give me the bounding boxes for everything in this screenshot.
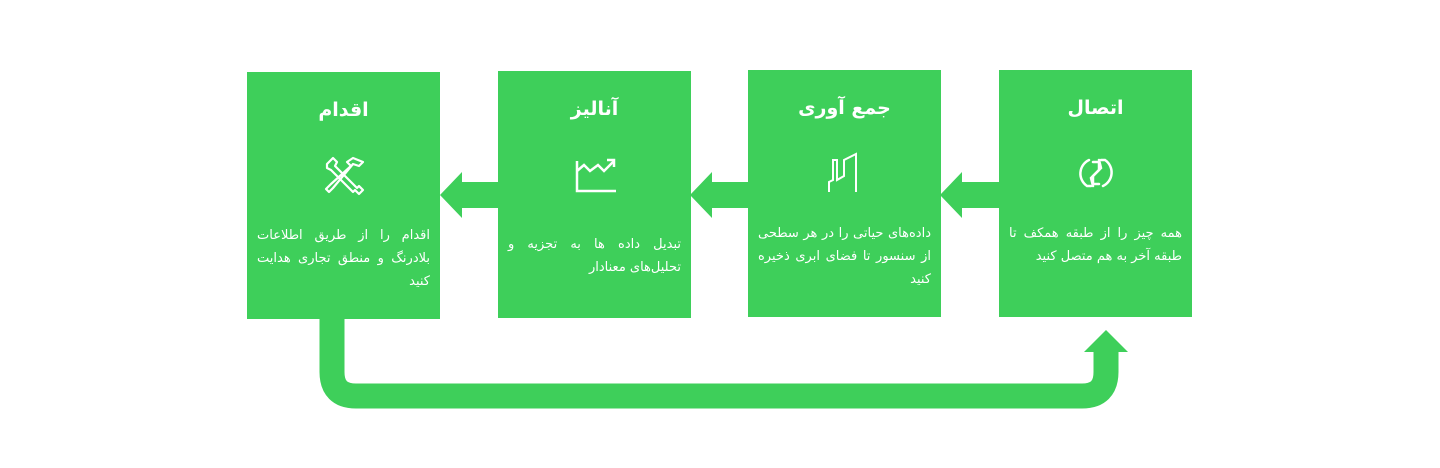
step-title: اتصال bbox=[1067, 97, 1124, 119]
connection-icon bbox=[1079, 158, 1113, 188]
step-description: همه چیز را از طبقه همکف تا طبقه آخر به ه… bbox=[1009, 226, 1182, 264]
arrow-connect-to-collect bbox=[940, 172, 999, 218]
step-analyze: آنالیز تبدیل داده ها به تجزیه و تحلیل‌ها… bbox=[498, 71, 691, 318]
step-title: اقدام bbox=[318, 99, 369, 121]
chart-trend-icon bbox=[575, 158, 616, 193]
step-description: اقدام را از طریق اطلاعات بلادرنگ و منطق … bbox=[257, 228, 430, 289]
step-collect: جمع آوری داده‌های حیاتی را در هر سطحی از… bbox=[748, 70, 941, 317]
step-description: داده‌های حیاتی را در هر سطحی از سنسور تا… bbox=[758, 226, 931, 287]
step-title: جمع آوری bbox=[798, 97, 891, 119]
step-act: اقدام اقدام را از طریق اطلاعات بلادرنگ و… bbox=[247, 72, 440, 319]
tools-icon bbox=[324, 156, 365, 196]
loop-back-arrow bbox=[319, 319, 1119, 409]
factory-icon bbox=[828, 152, 857, 192]
arrow-analyze-to-act bbox=[440, 172, 499, 218]
step-title: آنالیز bbox=[570, 98, 619, 120]
step-description: تبدیل داده ها به تجزیه و تحلیل‌های معناد… bbox=[508, 237, 681, 275]
step-connect: اتصال همه چیز را از طبقه همکف تا طبقه آخ… bbox=[999, 70, 1192, 317]
arrow-collect-to-analyze bbox=[690, 172, 749, 218]
